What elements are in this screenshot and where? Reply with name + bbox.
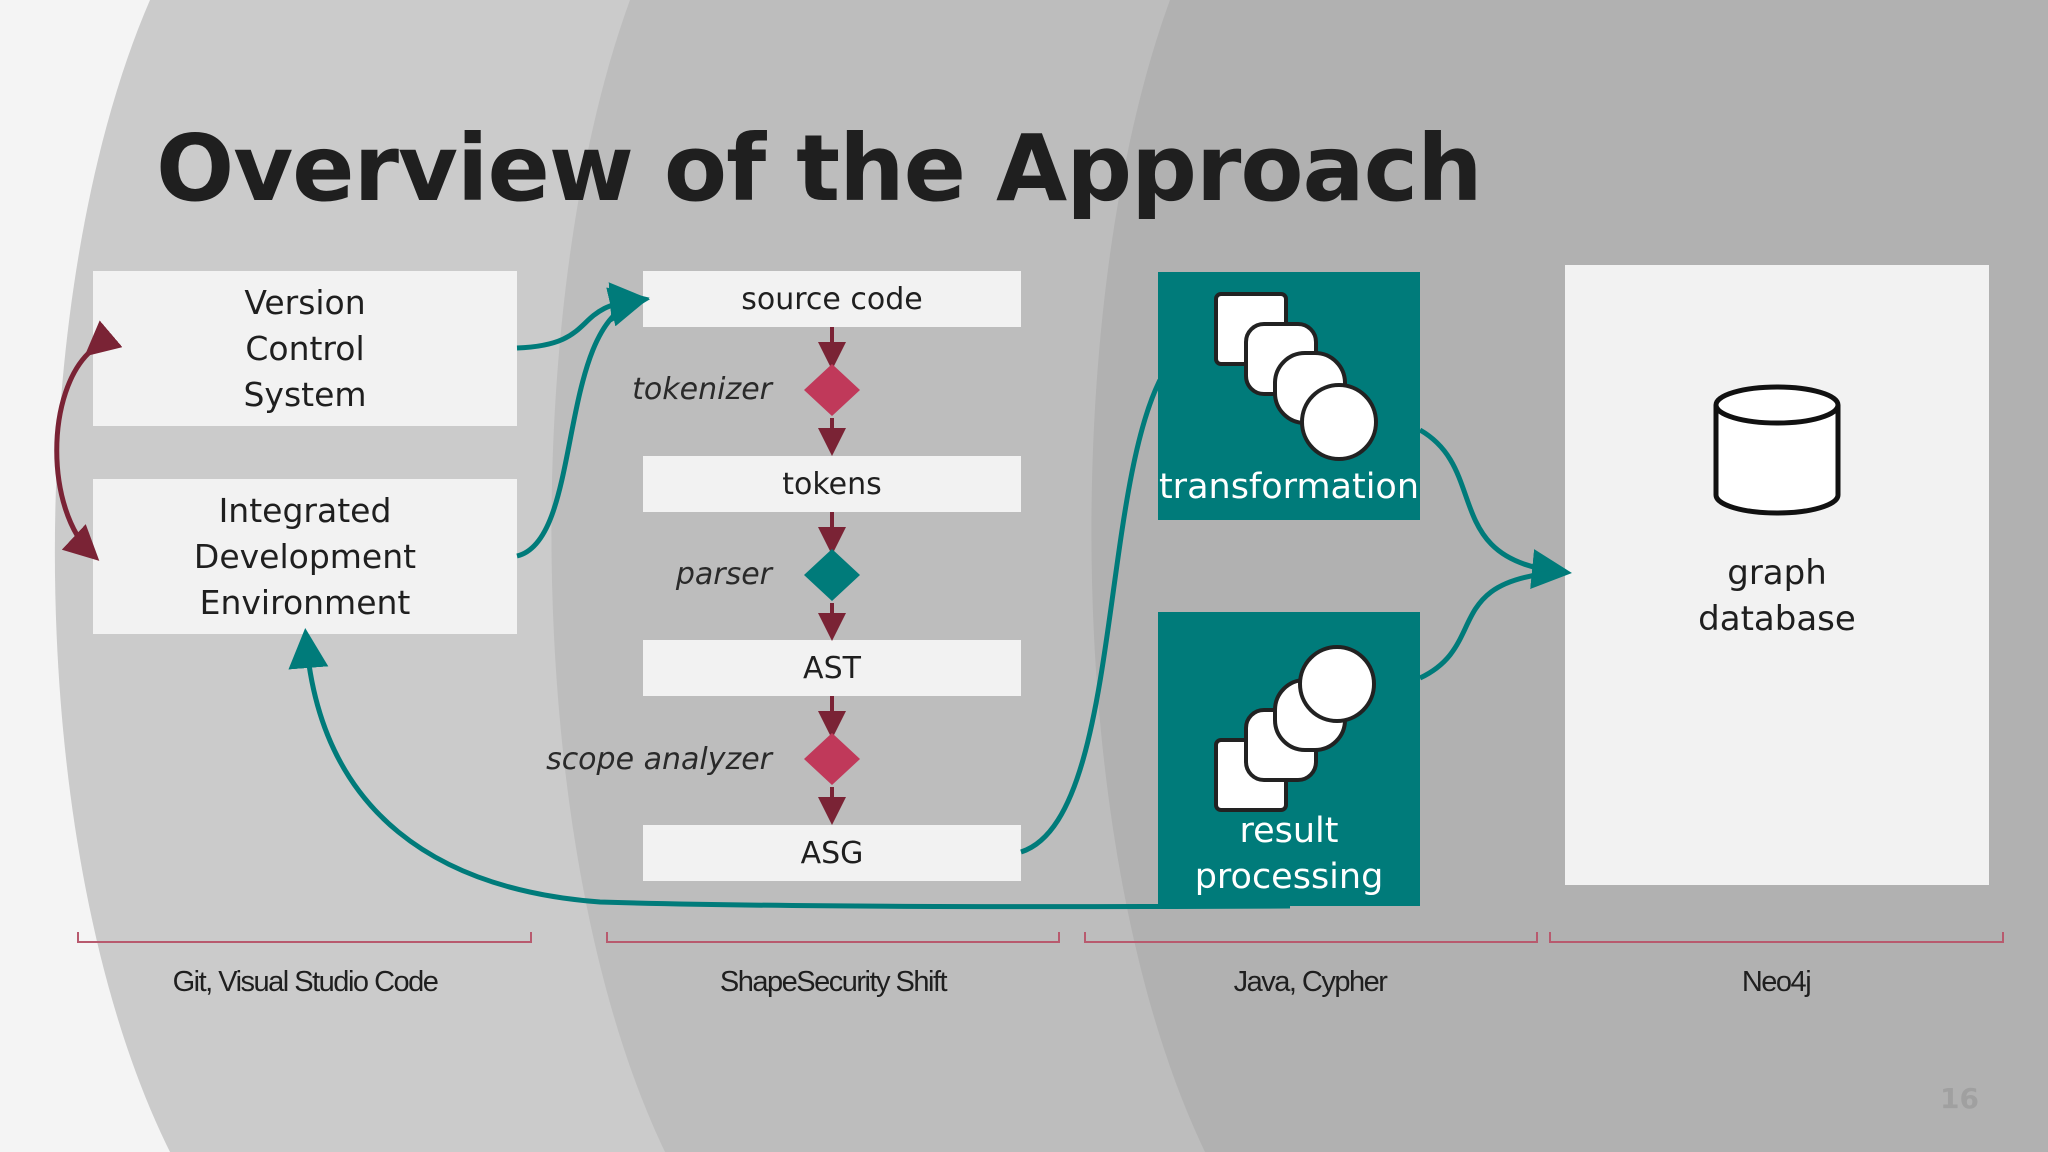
result-to-ide-arrow [288,628,1291,910]
tool-label-processing: Java, Cypher [1233,966,1388,998]
layer-brackets [77,932,2004,943]
transformation-box: transformation [1158,272,1420,520]
step-ast: AST [643,640,1021,696]
step-tokens: tokens [643,456,1021,512]
tokenizer-diamond [804,364,860,416]
stacked-shapes-icon [1214,645,1376,812]
ide-box: Integrated Development Environment [93,479,517,634]
result-processing-label: result processing [1194,811,1384,897]
stacked-shapes-icon [1214,292,1378,461]
result-to-database-arrow [1418,569,1563,681]
parser-diamond [804,549,860,601]
version-control-system-box: Version Control System [93,271,517,426]
operation-scope-analyzer: scope analyzer [546,742,772,777]
asg-to-transformation-arrow [1020,378,1163,855]
step-asg: ASG [643,825,1021,881]
graph-database-box: graph database [1565,265,1989,885]
ide-to-source-arrow [516,287,650,559]
transformation-to-database-arrow [1418,427,1572,589]
slide-title: Overview of the Approach [156,115,1483,222]
step-source-code: source code [643,271,1021,327]
transformation-label: transformation [1158,467,1420,507]
operation-parser: parser [675,557,772,592]
page-number: 16 [1940,1082,1979,1115]
result-processing-box: result processing [1158,612,1420,906]
ide-label: Integrated Development Environment [193,490,417,622]
vcs-ide-sync-arrow [54,320,123,561]
database-cylinder-icon [1713,384,1841,516]
graph-database-label: graph database [1698,553,1856,639]
tool-label-parser: ShapeSecurity Shift [719,966,948,998]
tool-label-database: Neo4j [1741,966,1812,998]
version-control-system-label: Version Control System [243,282,367,414]
tool-label-sources: Git, Visual Studio Code [172,966,439,998]
operation-tokenizer: tokenizer [632,372,772,407]
scope-analyzer-diamond [804,733,860,785]
